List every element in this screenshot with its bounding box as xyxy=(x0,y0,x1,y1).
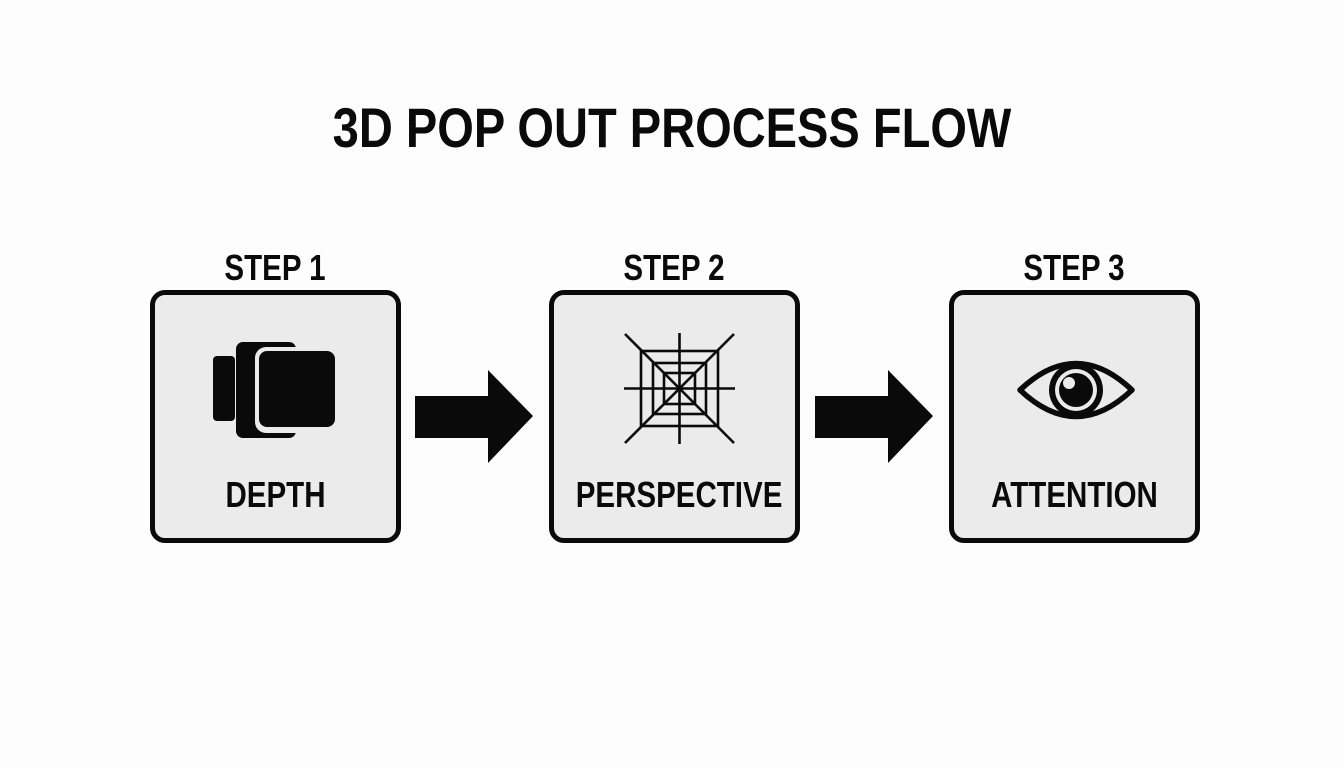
step-1-box: DEPTH xyxy=(150,290,401,543)
step-2-title: PERSPECTIVE xyxy=(575,474,783,515)
step-3-title: ATTENTION xyxy=(991,474,1158,515)
diagram-title: 3D POP OUT PROCESS FLOW xyxy=(332,96,1012,159)
step-3-label: STEP 3 xyxy=(1023,247,1125,288)
stacked-layers-icon xyxy=(213,342,340,438)
step-2-label: STEP 2 xyxy=(623,247,725,288)
step-2-box: PERSPECTIVE xyxy=(549,290,800,543)
step-1-label: STEP 1 xyxy=(224,247,326,288)
step-3-box: ATTENTION xyxy=(949,290,1200,543)
step-1-title: DEPTH xyxy=(225,474,326,515)
eye-icon xyxy=(1017,360,1135,420)
arrow-right-icon xyxy=(815,370,933,463)
arrow-right-icon xyxy=(415,370,533,463)
perspective-grid-icon xyxy=(624,333,735,444)
